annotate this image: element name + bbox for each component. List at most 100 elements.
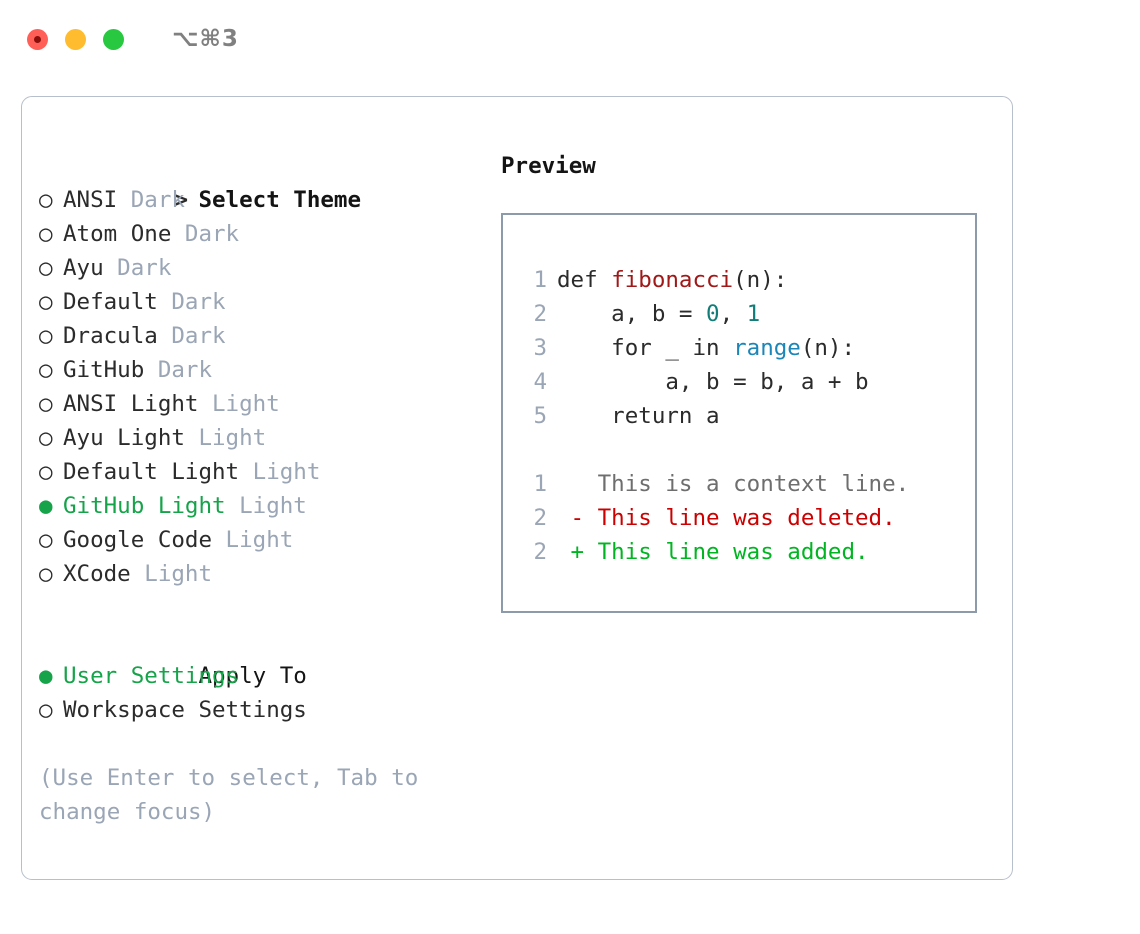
theme-name-label: XCode — [63, 561, 131, 587]
code-token: return a — [557, 403, 720, 429]
line-number: 2 — [533, 301, 547, 327]
code-token: 0 — [706, 301, 720, 327]
apply-to-heading-label: Apply To — [198, 663, 307, 689]
theme-list-item[interactable]: ○ Ayu Light Light — [39, 421, 489, 455]
code-token: 1 — [746, 301, 761, 327]
theme-name-label: ANSI — [63, 187, 118, 213]
code-line: 3 for _ in range(n): — [521, 331, 975, 365]
apply-to-label: User Settings — [63, 663, 240, 689]
line-number: 1 — [533, 471, 547, 497]
theme-variant-tag: Light — [212, 527, 294, 553]
theme-list-item[interactable]: ○Default Dark — [39, 285, 489, 319]
radio-unselected-icon: ○ — [39, 221, 53, 247]
radio-unselected-icon: ○ — [39, 459, 53, 485]
preview-title: Preview — [501, 153, 596, 179]
theme-variant-tag: Dark — [157, 323, 226, 349]
code-diff-spacer — [521, 433, 975, 467]
theme-name-label: Default — [63, 289, 158, 315]
code-token: range — [733, 335, 801, 361]
close-window-icon[interactable] — [27, 28, 48, 50]
traffic-lights — [27, 28, 124, 50]
theme-name-label: Dracula — [63, 323, 158, 349]
theme-list-item[interactable]: ● GitHub Light Light — [39, 489, 489, 523]
code-line: 2 a, b = 0, 1 — [521, 297, 975, 331]
apply-to-heading: Apply To — [39, 625, 489, 689]
maximize-window-icon[interactable] — [103, 28, 124, 50]
theme-variant-tag: Dark — [103, 255, 172, 281]
theme-list-item[interactable]: ○GitHub Dark — [39, 353, 489, 387]
theme-list-item[interactable]: ○ Default Light Light — [39, 455, 489, 489]
line-number: 4 — [533, 369, 547, 395]
theme-name-label: GitHub — [63, 357, 145, 383]
theme-variant-tag: Dark — [171, 221, 240, 247]
theme-variant-tag: Light — [225, 493, 307, 519]
theme-name-label: Default Light — [63, 459, 240, 485]
theme-list-item[interactable]: ○ Atom One Dark — [39, 217, 489, 251]
radio-unselected-icon: ○ — [39, 425, 53, 451]
theme-variant-tag: Dark — [144, 357, 213, 383]
apply-to-label: Workspace Settings — [63, 697, 307, 723]
radio-unselected-icon: ○ — [39, 289, 53, 315]
code-token: (n): — [800, 335, 856, 361]
theme-list-item[interactable]: ○ Google Code Light — [39, 523, 489, 557]
radio-unselected-icon: ○ — [39, 561, 53, 587]
theme-variant-tag: Light — [184, 425, 267, 451]
minimize-window-icon[interactable] — [65, 28, 86, 50]
diff-line: 2 + This line was added. — [521, 535, 975, 569]
theme-name-label: Ayu Light — [63, 425, 185, 451]
theme-variant-tag: Light — [239, 459, 321, 485]
theme-list-item[interactable]: ○ XCode Light — [39, 557, 489, 591]
code-line: 1 def fibonacci(n): — [521, 263, 975, 297]
title-bar: ⌥⌘3 — [0, 0, 1140, 78]
theme-name-label: GitHub Light — [63, 493, 226, 519]
theme-list-item[interactable]: ○ANSI Light Light — [39, 387, 489, 421]
diff-line: 2 - This line was deleted. — [521, 501, 975, 535]
apply-to-item[interactable]: ○ Workspace Settings — [39, 693, 489, 727]
section-spacer — [39, 591, 489, 625]
theme-list: ○ ANSI Dark ○ Atom One Dark ○ Ayu Dark ○ Defaul… — [39, 183, 489, 591]
code-line: 4 a, b = b, a + b — [521, 365, 975, 399]
radio-unselected-icon: ○ — [39, 527, 53, 553]
select-theme-heading: >Select Theme — [39, 149, 489, 213]
line-number: 1 — [533, 267, 547, 293]
radio-unselected-icon: ○ — [39, 187, 53, 213]
diff-line: 1 This is a context line. — [521, 467, 975, 501]
theme-selector-column: >Select Theme ○ANSI Dark○Atom One Dark○A… — [39, 149, 489, 829]
diff-sample: 1 This is a context line.2 - This line w… — [521, 467, 975, 569]
select-theme-heading-label: Select Theme — [198, 187, 362, 213]
theme-list-item[interactable]: ○ Dracula Dark — [39, 319, 489, 353]
theme-variant-tag: Dark — [117, 187, 185, 213]
apply-to-item[interactable]: ● User Settings — [39, 659, 489, 693]
theme-name-label: Google Code — [63, 527, 213, 553]
line-number: 5 — [533, 403, 547, 429]
theme-name-label: Ayu — [63, 255, 104, 281]
code-token: , — [719, 301, 747, 327]
theme-name-label: Atom One — [63, 221, 172, 247]
line-number: 2 — [533, 539, 547, 565]
keyboard-shortcut-label: ⌥⌘3 — [172, 26, 239, 52]
diff-text: + This line was added. — [557, 539, 869, 565]
theme-variant-tag: Light — [130, 561, 213, 587]
radio-selected-icon: ● — [39, 663, 53, 689]
line-number: 3 — [533, 335, 547, 361]
radio-unselected-icon: ○ — [39, 697, 53, 723]
radio-unselected-icon: ○ — [39, 255, 53, 281]
code-token: (n): — [733, 267, 788, 293]
code-token: a, b = — [557, 301, 707, 327]
code-token: for _ in — [557, 335, 734, 361]
code-token: fibonacci — [611, 267, 734, 293]
code-token: def — [557, 267, 612, 293]
main-panel: >Select Theme ○ANSI Dark○Atom One Dark○A… — [21, 96, 1013, 880]
theme-variant-tag: Light — [198, 391, 280, 417]
line-number: 2 — [533, 505, 547, 531]
theme-list-item[interactable]: ○ Ayu Dark — [39, 251, 489, 285]
theme-list-item[interactable]: ○ ANSI Dark — [39, 183, 489, 217]
diff-text: - This line was deleted. — [557, 505, 896, 531]
radio-selected-icon: ● — [39, 493, 53, 519]
radio-unselected-icon: ○ — [39, 391, 53, 417]
radio-unselected-icon: ○ — [39, 323, 53, 349]
code-token: a, b = b, a + b — [557, 369, 869, 395]
